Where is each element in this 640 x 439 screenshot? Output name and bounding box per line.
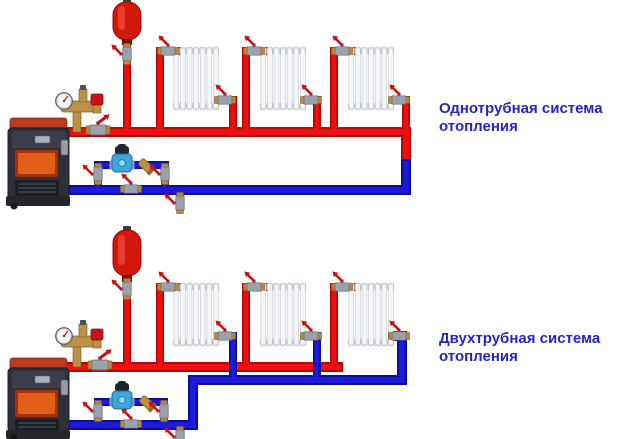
radiator — [347, 46, 395, 111]
radiator-supply-valve-icon — [330, 270, 354, 293]
ball-valve-icon — [84, 112, 112, 137]
radiator-supply-valve-icon — [330, 34, 354, 57]
radiator — [259, 282, 307, 347]
caption-two-pipe: Двухтрубная система отопления — [439, 330, 601, 365]
radiator — [172, 282, 220, 347]
bypass-valve-icon — [81, 399, 104, 423]
return-line-valve-icon — [119, 407, 143, 430]
radiator-supply-valve-icon — [156, 34, 180, 57]
boiler — [6, 357, 70, 439]
boiler — [6, 117, 70, 210]
radiator — [347, 282, 395, 347]
expansion-tank — [112, 0, 142, 45]
circulation-pump-icon — [109, 380, 135, 410]
return-line-valve-icon — [119, 172, 143, 195]
expansion-tank — [112, 226, 142, 282]
circulation-pump-icon — [109, 143, 135, 173]
ball-valve-icon — [86, 347, 114, 372]
return-pipes — [49, 159, 411, 205]
one-pipe-diagram — [6, 0, 411, 215]
bypass-valve-icon — [81, 162, 104, 186]
caption-one-pipe: Однотрубная система отопления — [439, 100, 603, 135]
radiator — [172, 46, 220, 111]
drain-valve-icon — [163, 191, 186, 215]
radiator — [259, 46, 307, 111]
radiator-supply-valve-icon — [156, 270, 180, 293]
two-pipe-diagram — [6, 226, 411, 439]
radiator-supply-valve-icon — [242, 270, 266, 293]
tank-valve-icon — [110, 42, 133, 66]
tank-valve-icon — [110, 277, 133, 301]
radiator-supply-valve-icon — [242, 34, 266, 57]
